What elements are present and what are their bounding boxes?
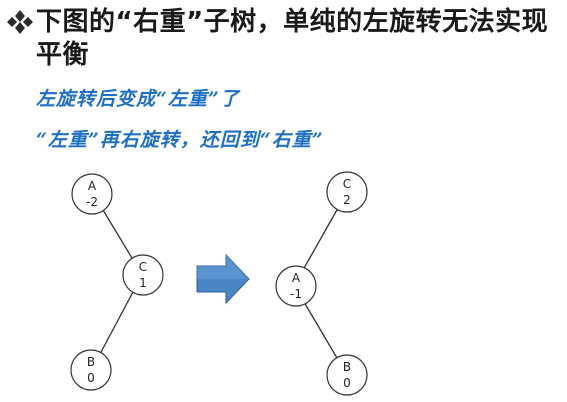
edge-after-a-b	[303, 301, 338, 359]
node-before-c: C 1	[122, 254, 164, 296]
node-after-b-balance: 0	[343, 376, 351, 390]
node-before-a-key: A	[88, 179, 97, 193]
node-before-c-balance: 1	[139, 276, 147, 290]
node-after-c-key: C	[343, 177, 351, 191]
node-after-c-balance: 2	[343, 193, 351, 207]
node-before-b: B 0	[70, 349, 112, 391]
node-after-c: C 2	[326, 171, 368, 213]
node-before-b-key: B	[87, 355, 95, 369]
edge-before-c-b	[99, 291, 134, 355]
node-after-b-key: B	[343, 360, 351, 374]
diamond-bullet-icon	[7, 10, 33, 34]
note-line-2: “左重”再右旋转，还回到“右重”	[36, 129, 324, 151]
node-before-c-key: C	[139, 260, 147, 274]
node-after-a: A -1	[275, 265, 317, 307]
edge-after-c-a	[302, 207, 339, 271]
right-arrow-icon	[196, 253, 250, 305]
node-before-a-balance: -2	[86, 195, 98, 209]
node-after-a-key: A	[292, 271, 301, 285]
node-after-a-balance: -1	[290, 287, 302, 301]
edge-before-a-c	[102, 209, 133, 259]
heading-title: 下图的“右重”子树，单纯的左旋转无法实现平衡	[36, 7, 549, 70]
node-before-b-balance: 0	[87, 371, 95, 385]
heading: 下图的“右重”子树，单纯的左旋转无法实现平衡	[4, 6, 560, 72]
note-line-1: 左旋转后变成“左重”了	[36, 88, 240, 110]
node-after-b: B 0	[326, 354, 368, 396]
node-before-a: A -2	[71, 173, 113, 215]
